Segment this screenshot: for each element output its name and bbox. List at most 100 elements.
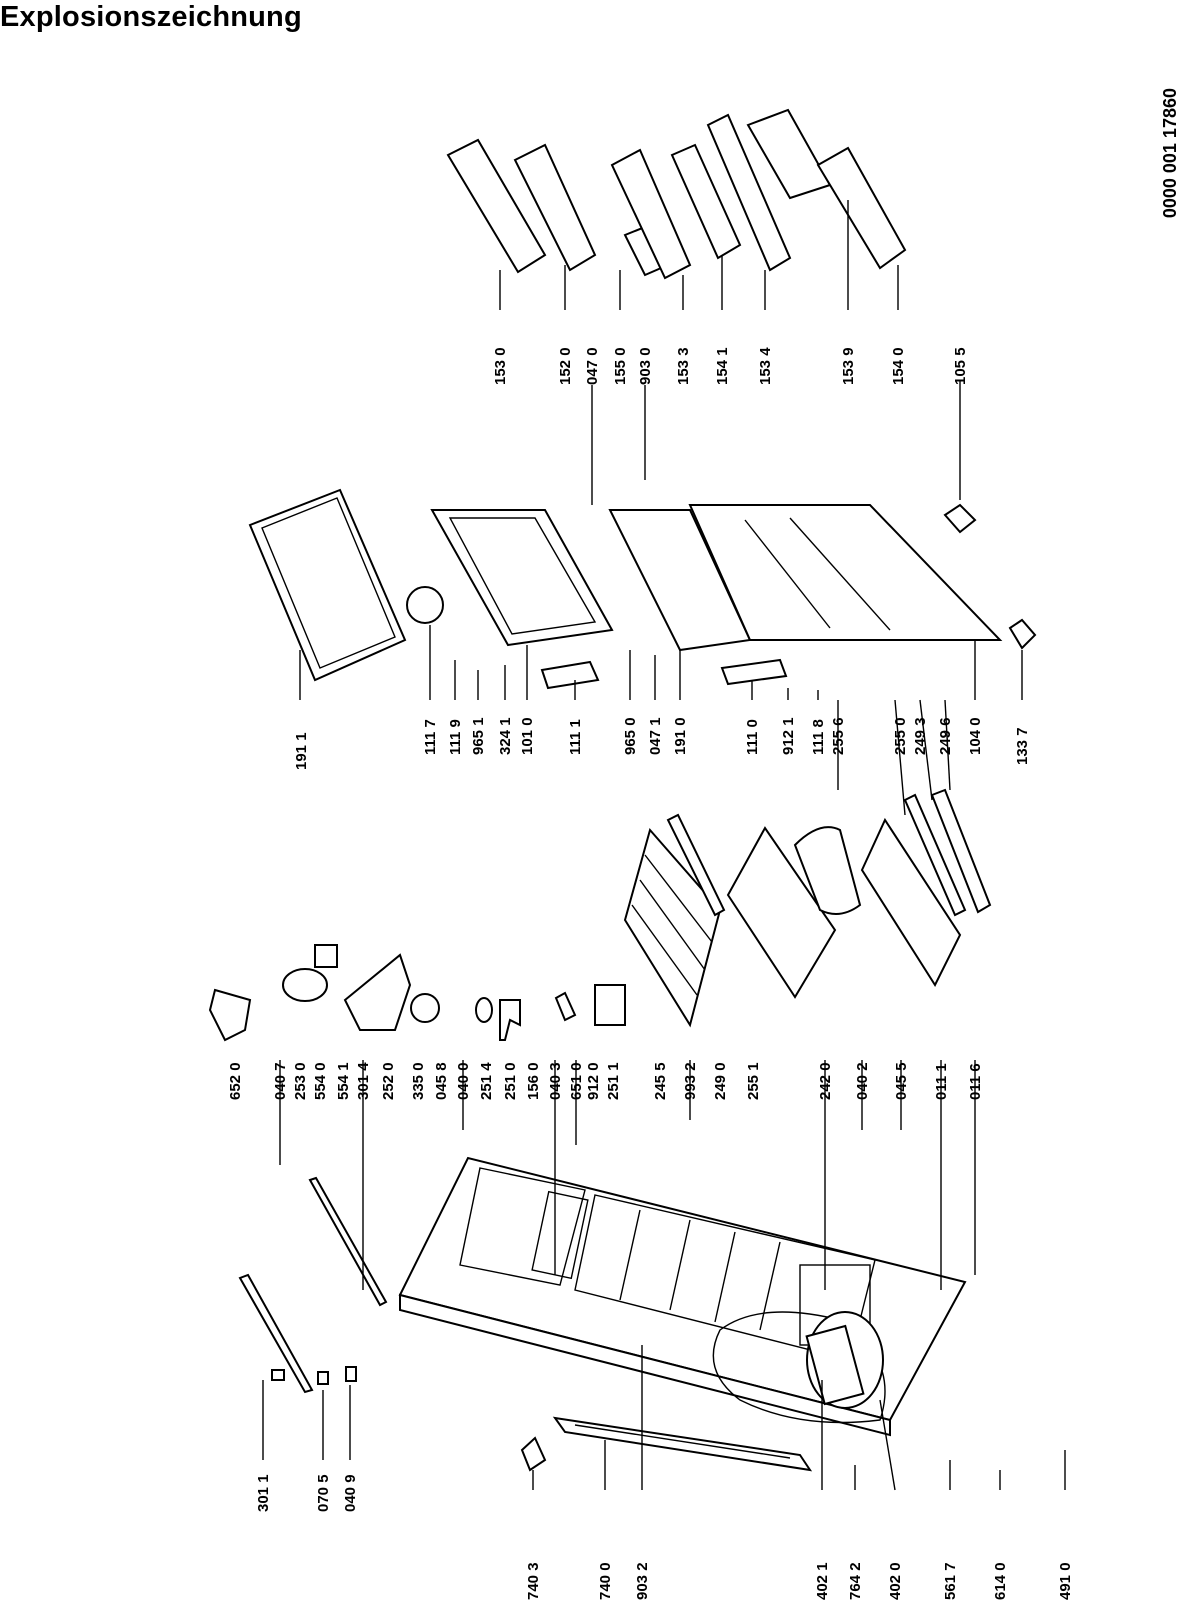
glass-shelf [726, 826, 837, 999]
callout-0409: 040 9 [342, 1474, 359, 1512]
callout-5541: 554 1 [335, 1062, 352, 1100]
callout-9121: 912 1 [780, 717, 797, 755]
crisper-strip-1 [903, 793, 967, 917]
drain-channel [499, 999, 521, 1041]
callout-2556: 255 6 [830, 717, 847, 755]
callout-4021: 402 1 [814, 1562, 831, 1600]
callout-9030: 903 0 [637, 347, 654, 385]
callout-1040: 104 0 [967, 717, 984, 755]
callout-2520: 252 0 [380, 1062, 397, 1100]
drain-funnel [475, 997, 493, 1023]
crisper-cover [793, 826, 862, 915]
callout-7403: 740 3 [525, 1562, 542, 1600]
callout-1534: 153 4 [757, 347, 774, 385]
callout-5617: 561 7 [942, 1562, 959, 1600]
callout-2490: 249 0 [712, 1062, 729, 1100]
crisper-shelf [860, 817, 962, 988]
callout-1119: 111 9 [447, 719, 464, 755]
relay-part [554, 991, 577, 1022]
callout-7400: 740 0 [597, 1562, 614, 1600]
callout-1110: 111 0 [744, 719, 761, 755]
door-shelf-1533 [610, 148, 692, 280]
callout-2420: 242 0 [817, 1062, 834, 1100]
callout-1540: 154 0 [890, 347, 907, 385]
callout-0470: 047 0 [584, 347, 601, 385]
bottle-holder [670, 143, 742, 260]
callout-2550: 255 0 [892, 717, 909, 755]
foot-right [1008, 618, 1037, 650]
main-door [608, 504, 1003, 652]
hinge-right [720, 658, 788, 686]
callout-1533: 153 3 [675, 347, 692, 385]
callout-4020: 402 0 [887, 1562, 904, 1600]
foot-left [943, 503, 977, 534]
diagram-title: Explosionszeichnung [0, 1, 302, 33]
callout-9932: 993 2 [682, 1062, 699, 1100]
small-clip [317, 1371, 329, 1385]
callout-1118: 111 8 [810, 719, 827, 755]
control-housing [343, 953, 412, 1031]
leader-lines [262, 200, 1066, 1491]
thermostat-assembly [208, 988, 252, 1042]
callout-1539: 153 9 [840, 347, 857, 385]
callout-3241: 324 1 [497, 717, 514, 755]
callout-9120: 912 0 [585, 1062, 602, 1100]
callout-2514: 251 4 [478, 1062, 495, 1100]
lamp-holder [282, 968, 328, 1002]
callout-1560: 156 0 [525, 1062, 542, 1100]
callout-0705: 070 5 [315, 1474, 332, 1512]
callout-1910: 191 0 [672, 717, 689, 755]
fan-box [594, 984, 626, 1026]
callout-2455: 245 5 [652, 1062, 669, 1100]
callout-3350: 335 0 [410, 1062, 427, 1100]
callout-2530: 253 0 [292, 1062, 309, 1100]
callout-0471: 047 1 [647, 717, 664, 755]
callout-6510: 651 0 [568, 1062, 585, 1100]
callout-5540: 554 0 [312, 1062, 329, 1100]
callout-2493: 249 3 [912, 717, 929, 755]
callout-1337: 133 7 [1014, 727, 1031, 765]
callout-6520: 652 0 [227, 1062, 244, 1100]
foot-cap [520, 1436, 547, 1472]
shelf-strip [666, 813, 726, 917]
callout-9650: 965 0 [622, 717, 639, 755]
door-shelf-1530 [446, 138, 547, 274]
callout-1520: 152 0 [557, 347, 574, 385]
knob [410, 993, 440, 1023]
callout-0111: 011 1 [933, 1063, 950, 1100]
callout-9651: 965 1 [470, 717, 487, 755]
cover-strip [238, 1273, 314, 1394]
callout-0455: 045 5 [893, 1062, 910, 1100]
callout-0400: 040 0 [455, 1062, 472, 1100]
callout-6140: 614 0 [992, 1562, 1009, 1600]
callout-labels: 301 1 070 5 040 9 740 3 740 0 903 2 402 … [227, 347, 1074, 1600]
cabinet-body [398, 1156, 967, 1437]
callout-4910: 491 0 [1057, 1562, 1074, 1600]
callout-2551: 255 1 [745, 1062, 762, 1100]
thermo-dial [406, 586, 444, 624]
callout-1541: 154 1 [714, 347, 731, 385]
callout-1911: 191 1 [293, 732, 310, 770]
callout-1010: 101 0 [519, 717, 536, 755]
condenser-coil [552, 1416, 813, 1472]
clip-part [271, 1369, 285, 1381]
callout-0116: 011 6 [967, 1063, 984, 1100]
door-shelf-1534 [706, 113, 792, 272]
crisper-strip-2 [930, 788, 992, 914]
callout-1550: 155 0 [612, 347, 629, 385]
freezer-door [430, 509, 614, 647]
callout-1530: 153 0 [492, 347, 509, 385]
callout-0458: 045 8 [433, 1062, 450, 1100]
small-cover [345, 1366, 357, 1382]
hinge-cover-strip [308, 1176, 388, 1307]
callout-3014: 301 4 [355, 1062, 372, 1100]
compressor [805, 1311, 884, 1409]
bulb-cover [314, 944, 338, 968]
door-gasket [248, 488, 407, 682]
callout-3011: 301 1 [255, 1474, 272, 1512]
door-shelf-1540 [816, 146, 907, 270]
hinge-left [540, 660, 600, 690]
callout-9032-a: 903 2 [634, 1562, 651, 1600]
door-bin-1539 [746, 108, 832, 200]
